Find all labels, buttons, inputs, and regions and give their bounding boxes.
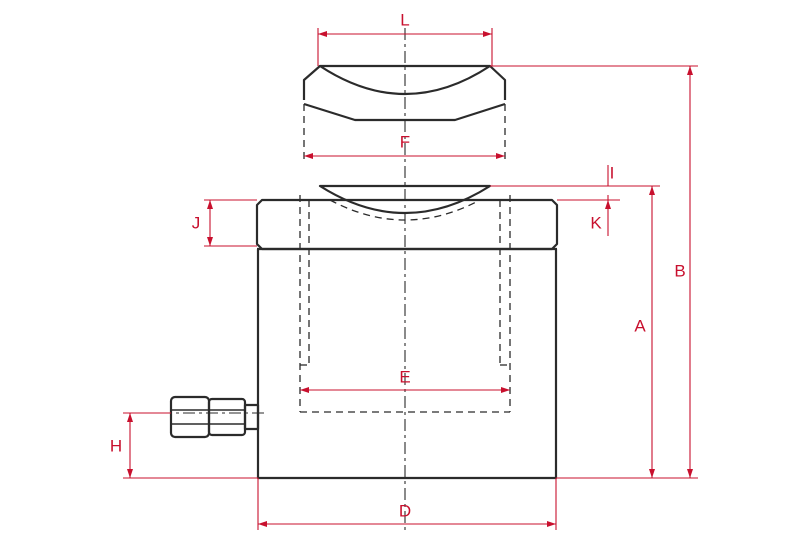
housing-outline: [256, 249, 558, 480]
oil-port-fitting: [160, 395, 268, 439]
dimension-I: I: [490, 163, 660, 187]
dim-label-H: H: [110, 436, 122, 455]
saddle-cap-retracted: [318, 184, 492, 215]
fitting-nut-inner: [207, 397, 247, 437]
saddle-shoulder-right: [489, 65, 507, 100]
cylinder-body: [255, 198, 559, 480]
dim-label-B: B: [674, 261, 685, 280]
dimension-E: E: [300, 367, 510, 393]
fitting-nut-outer: [169, 395, 211, 439]
dim-label-L: L: [400, 10, 409, 29]
saddle-cap-extended: [318, 64, 492, 96]
dim-label-E: E: [399, 367, 410, 386]
piston-hidden: [299, 195, 511, 413]
dim-label-F: F: [400, 132, 410, 151]
locknut-outline: [255, 198, 559, 251]
dimension-A: A: [608, 185, 660, 478]
dimensions: L F I K J: [110, 10, 698, 530]
dim-label-D: D: [399, 501, 411, 520]
dimension-H: H: [110, 412, 258, 479]
dimension-J: J: [192, 199, 257, 247]
dimension-D: D: [257, 478, 557, 530]
dimension-K: K: [557, 195, 620, 236]
dim-label-J: J: [192, 213, 201, 232]
dim-label-I: I: [610, 163, 615, 182]
dim-label-K: K: [590, 213, 602, 232]
dimension-B: B: [490, 65, 698, 479]
dimension-L: L: [317, 10, 493, 66]
dim-label-A: A: [634, 316, 646, 335]
fitting-stem: [243, 403, 260, 431]
dimension-F: F: [304, 132, 505, 159]
saddle-shoulder-left: [302, 65, 321, 100]
